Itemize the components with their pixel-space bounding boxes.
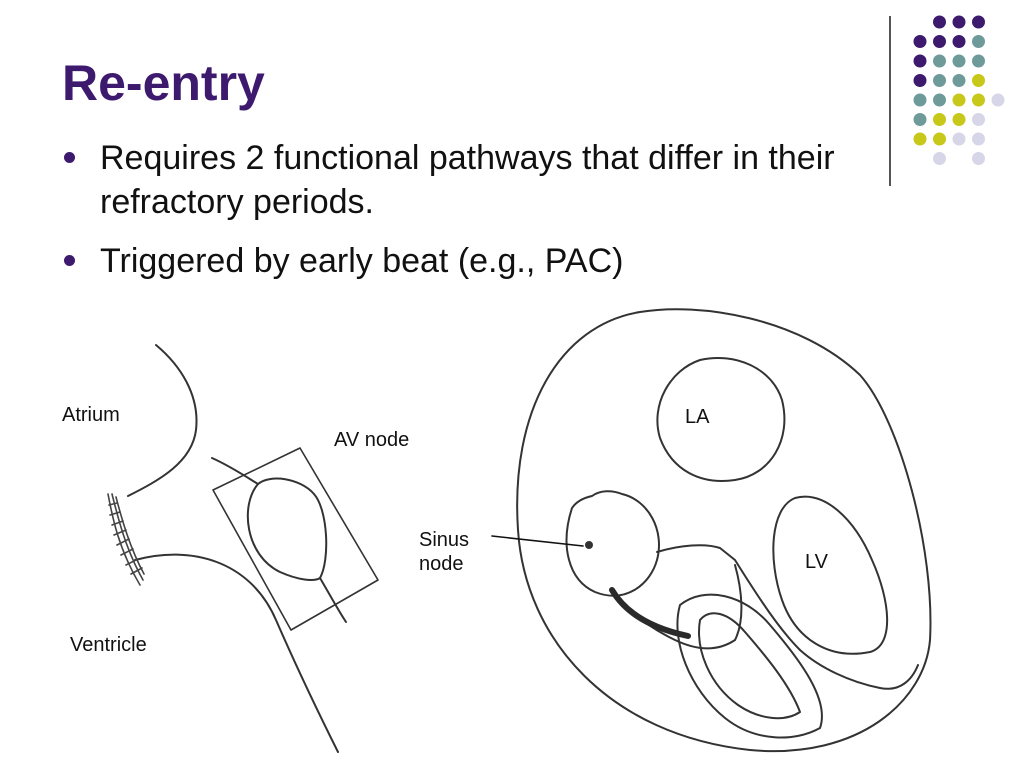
bullet-item: Requires 2 functional pathways that diff…: [62, 136, 942, 224]
bullet-text: Requires 2 functional pathways that diff…: [100, 139, 835, 221]
decorative-dot: [972, 74, 985, 87]
decorative-dot: [933, 15, 946, 29]
decorative-dot: [933, 54, 946, 68]
label-lv: LV: [805, 551, 828, 573]
decorative-dot: [933, 93, 946, 107]
label-ventricle: Ventricle: [70, 634, 147, 656]
decorative-dot: [952, 93, 966, 107]
decorative-dot: [972, 35, 985, 48]
decorative-dot: [991, 93, 1005, 107]
sinus-node-dot: [585, 541, 593, 549]
decorative-dot: [913, 132, 927, 146]
decorative-dot-grid: [913, 15, 1005, 165]
heart-outline: [516, 308, 932, 753]
la-chamber: [656, 356, 786, 482]
label-sinus-node: Sinus node: [419, 529, 470, 575]
label-av-node: AV node: [334, 429, 410, 451]
slide-title: Re-entry: [62, 55, 265, 111]
ventricle-outline: [134, 553, 339, 753]
decorative-dot: [913, 113, 927, 126]
bullet-item: Triggered by early beat (e.g., PAC): [62, 239, 942, 283]
bundle-pathway: [609, 587, 691, 639]
bullet-list: Requires 2 functional pathways that diff…: [62, 136, 942, 298]
decorative-divider-line: [889, 16, 891, 186]
decorative-dot: [972, 113, 985, 126]
bullet-text: Triggered by early beat (e.g., PAC): [100, 242, 624, 280]
hatched-fibers: [107, 493, 145, 586]
decorative-dot: [913, 35, 927, 48]
decorative-dot: [933, 132, 946, 146]
inner-loop: [698, 612, 801, 720]
atrium-outline: [127, 344, 198, 497]
decorative-dot: [913, 54, 927, 68]
decorative-dot: [933, 152, 946, 165]
decorative-dot: [972, 93, 985, 107]
decorative-dot: [933, 35, 946, 48]
av-node-box: [212, 447, 379, 631]
decorative-dot: [952, 15, 966, 29]
label-atrium: Atrium: [62, 404, 120, 426]
septum-channel: [656, 544, 919, 690]
decorative-dot: [972, 15, 985, 29]
decorative-dot: [972, 132, 985, 146]
decorative-dot: [952, 132, 966, 146]
decorative-dot: [913, 74, 927, 87]
bullet-icon: [64, 152, 75, 163]
lv-chamber: [772, 495, 889, 655]
av-node-sketch: [107, 344, 379, 753]
decorative-dot: [952, 35, 966, 48]
decorative-dot: [972, 152, 985, 165]
bullet-icon: [64, 255, 75, 266]
decorative-dot: [933, 74, 946, 87]
decorative-dot: [972, 54, 985, 68]
sinus-node-pointer: [491, 535, 584, 547]
heart-sketch: [491, 308, 932, 753]
decorative-dot: [933, 113, 946, 126]
label-la: LA: [685, 406, 710, 428]
av-exit-line: [319, 577, 347, 623]
decorative-dot: [952, 74, 966, 87]
av-entry-line: [211, 457, 259, 485]
decorative-dot: [952, 54, 966, 68]
decorative-dot: [913, 93, 927, 107]
rv-loop: [676, 593, 823, 739]
decorative-dot: [952, 113, 966, 126]
av-node-loop: [246, 477, 328, 581]
right-atrium-chamber: [565, 490, 660, 597]
